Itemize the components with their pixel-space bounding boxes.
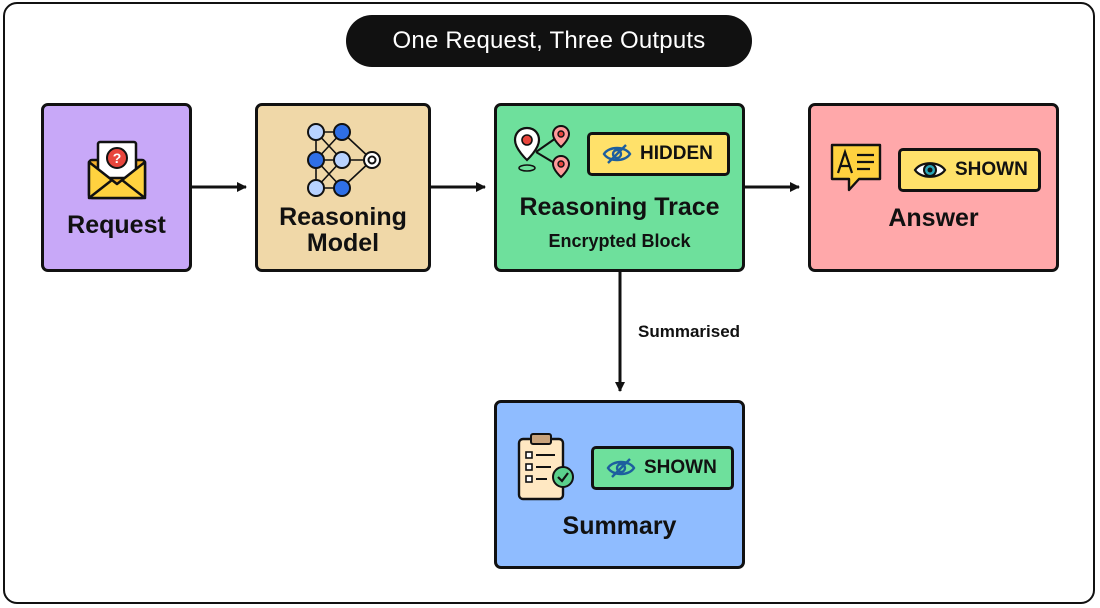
answer-shown-badge: SHOWN (898, 148, 1041, 192)
text-bubble-icon (830, 143, 882, 192)
clipboard-check-icon (517, 433, 574, 501)
node-summary-label: Summary (562, 512, 677, 540)
envelope-question-icon: ? (87, 140, 147, 200)
node-request-label: Request (67, 211, 166, 239)
diagram-title: One Request, Three Outputs (346, 15, 752, 67)
eye-slash-icon (602, 144, 632, 164)
map-pins-icon (513, 124, 571, 179)
eye-slash-icon (606, 458, 636, 478)
node-summary: SHOWN Summary (494, 400, 745, 569)
neural-network-icon (307, 123, 381, 197)
hidden-badge-text: HIDDEN (640, 143, 713, 164)
edge-label-summarised: Summarised (638, 322, 741, 341)
summary-shown-badge: SHOWN (591, 446, 734, 490)
node-reasoning-model-label-line2: Model (306, 229, 380, 257)
eye-icon (913, 162, 947, 178)
answer-shown-badge-text: SHOWN (955, 159, 1028, 180)
svg-text:?: ? (113, 150, 122, 166)
node-request: ? Request (41, 103, 192, 272)
node-reasoning-trace-label: Reasoning Trace (519, 193, 720, 221)
node-reasoning-trace: HIDDEN Reasoning Trace Encrypted Block (494, 103, 745, 272)
title-text: One Request, Three Outputs (392, 27, 706, 54)
summary-shown-badge-text: SHOWN (644, 457, 717, 478)
node-answer: SHOWN Answer (808, 103, 1059, 272)
node-reasoning-model: Reasoning Model (255, 103, 431, 272)
hidden-badge: HIDDEN (587, 132, 730, 176)
node-answer-label: Answer (888, 204, 979, 232)
node-reasoning-trace-sublabel: Encrypted Block (548, 231, 691, 251)
node-reasoning-model-label-line1: Reasoning (279, 203, 407, 231)
diagram-frame (3, 2, 1095, 604)
